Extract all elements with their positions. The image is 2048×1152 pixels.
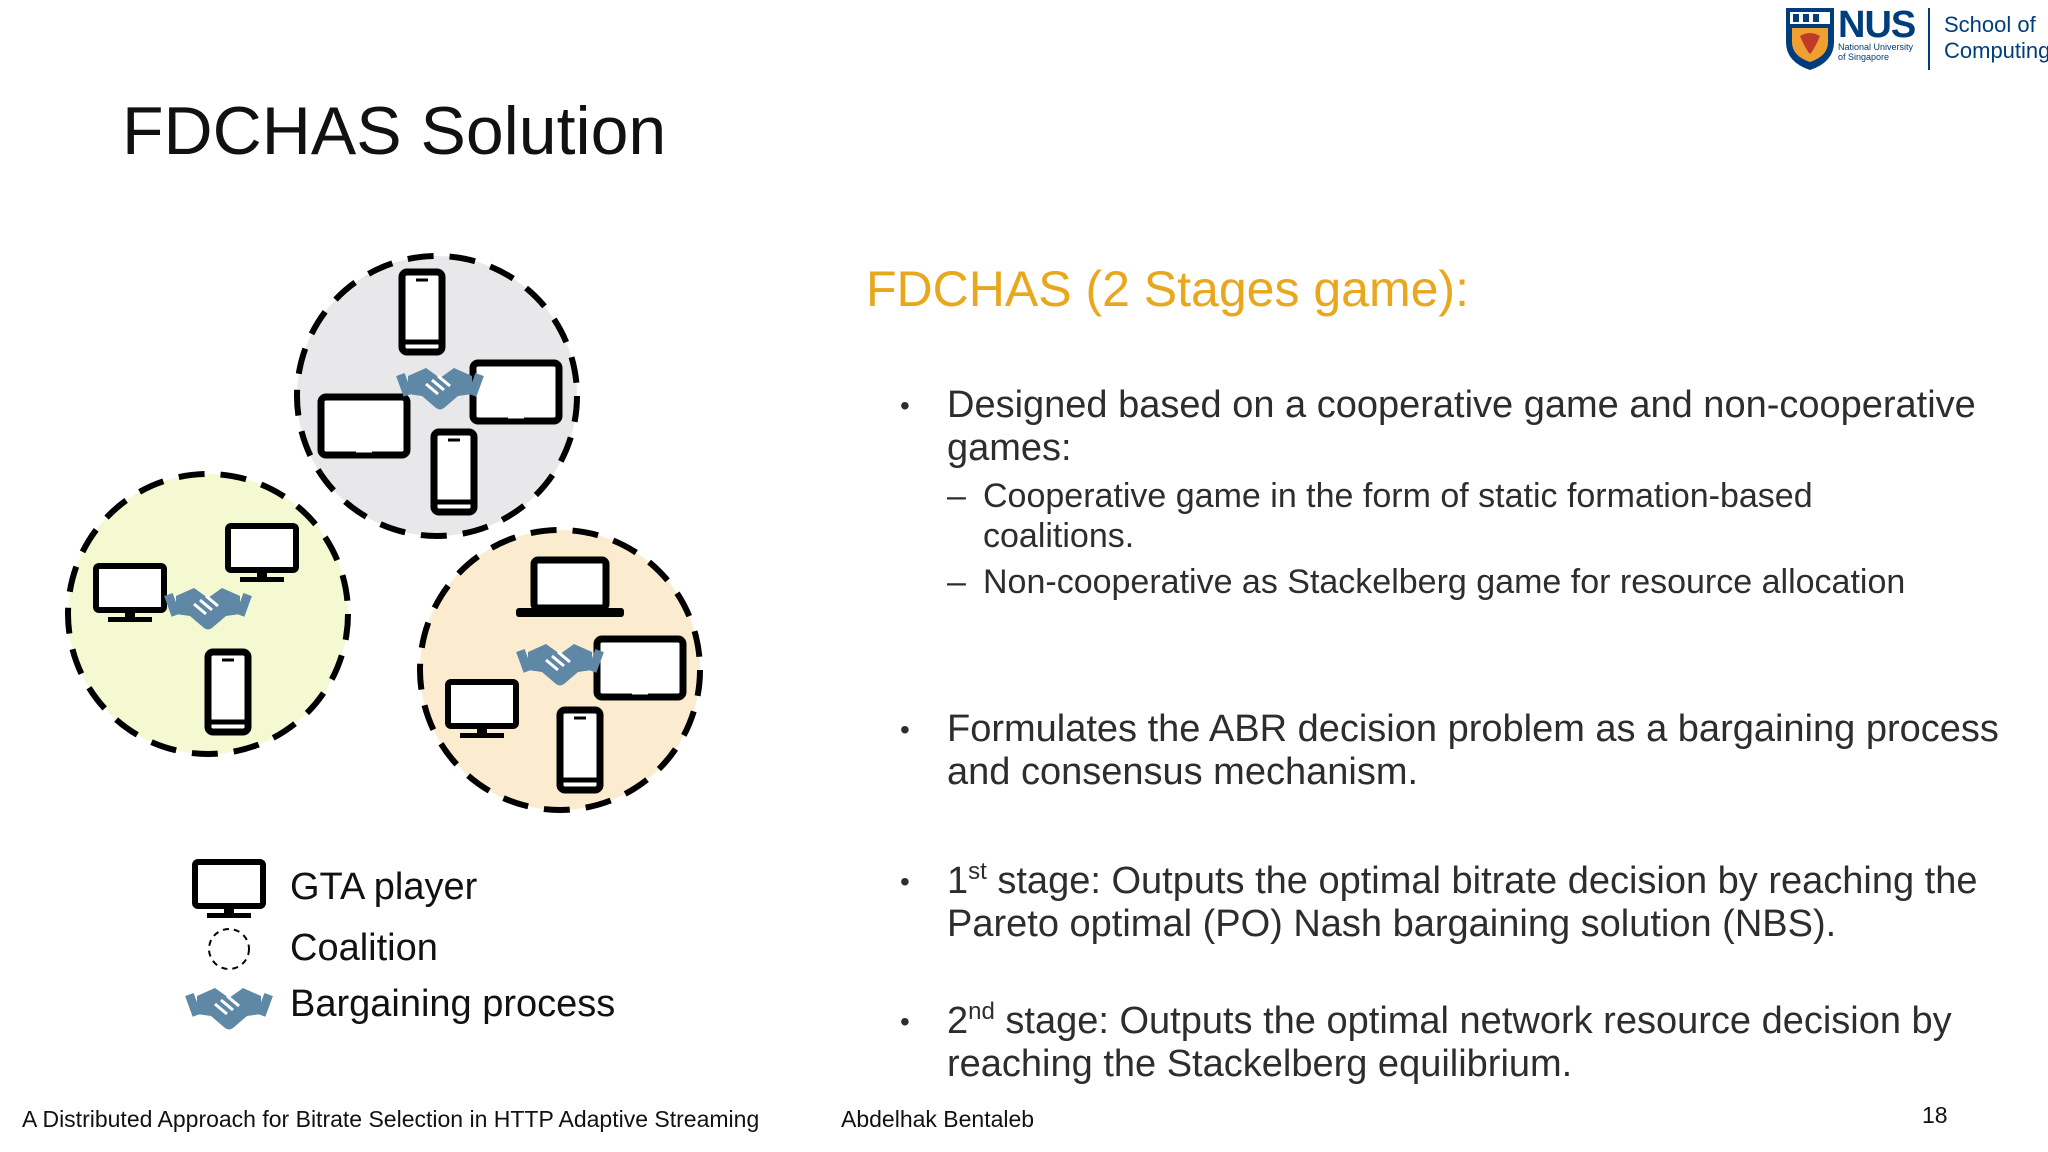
bullet-4-ordinal-suffix: nd <box>968 998 995 1025</box>
coalition-diagram <box>65 253 703 1031</box>
nus-wordmark: NUS <box>1838 4 1916 46</box>
sub-marker: – <box>947 477 966 515</box>
tablet-icon <box>597 639 683 697</box>
sub-bullet-2-text: Non-cooperative as Stackelberg game for … <box>983 563 1906 601</box>
nus-crest-icon <box>1786 8 1834 70</box>
laptop-icon <box>516 560 624 617</box>
bullet-3-ordinal-suffix: st <box>968 858 987 885</box>
nus-subtitle: National University of Singapore <box>1838 42 1914 62</box>
sub-marker: – <box>947 563 966 601</box>
monitor-icon <box>195 862 263 918</box>
legend-coalition: Coalition <box>290 927 438 969</box>
phone-icon <box>402 272 442 352</box>
tablet-icon <box>473 363 559 421</box>
bullet-3-ordinal: 1 <box>947 860 969 902</box>
logo-divider <box>1928 8 1930 70</box>
slide-title: FDCHAS Solution <box>122 93 667 169</box>
bullet-marker: • <box>900 866 910 897</box>
coalition-legend-icon <box>208 928 250 970</box>
bullet-3-text: stage: Outputs the optimal bitrate decis… <box>947 860 1978 945</box>
bullet-4-ordinal: 2 <box>947 1000 969 1042</box>
section-subtitle: FDCHAS (2 Stages game): <box>866 261 1469 317</box>
footer-author: Abdelhak Bentaleb <box>841 1106 1035 1132</box>
bullet-marker: • <box>900 714 910 745</box>
bullet-4-text: stage: Outputs the optimal network resou… <box>947 1000 1952 1085</box>
bullet-marker: • <box>900 1006 910 1037</box>
page-number: 18 <box>1922 1102 1948 1128</box>
bullet-marker: • <box>900 390 910 421</box>
footer-title: A Distributed Approach for Bitrate Selec… <box>22 1106 760 1132</box>
phone-icon <box>208 652 248 732</box>
bullet-2-text: Formulates the ABR decision problem as a… <box>947 708 1999 793</box>
phone-icon <box>560 710 600 790</box>
tablet-icon <box>321 397 407 455</box>
handshake-icon <box>183 986 275 1031</box>
school-name: School of Computing <box>1944 12 2048 63</box>
bullet-1-text: Designed based on a cooperative game and… <box>947 384 1976 469</box>
legend-bargaining: Bargaining process <box>290 983 616 1025</box>
sub-bullet-1-text: Cooperative game in the form of static f… <box>983 477 1813 555</box>
legend-gta-player: GTA player <box>290 866 478 908</box>
phone-icon <box>434 432 474 512</box>
nus-logo: NUS National University of Singapore Sch… <box>1782 4 2048 72</box>
